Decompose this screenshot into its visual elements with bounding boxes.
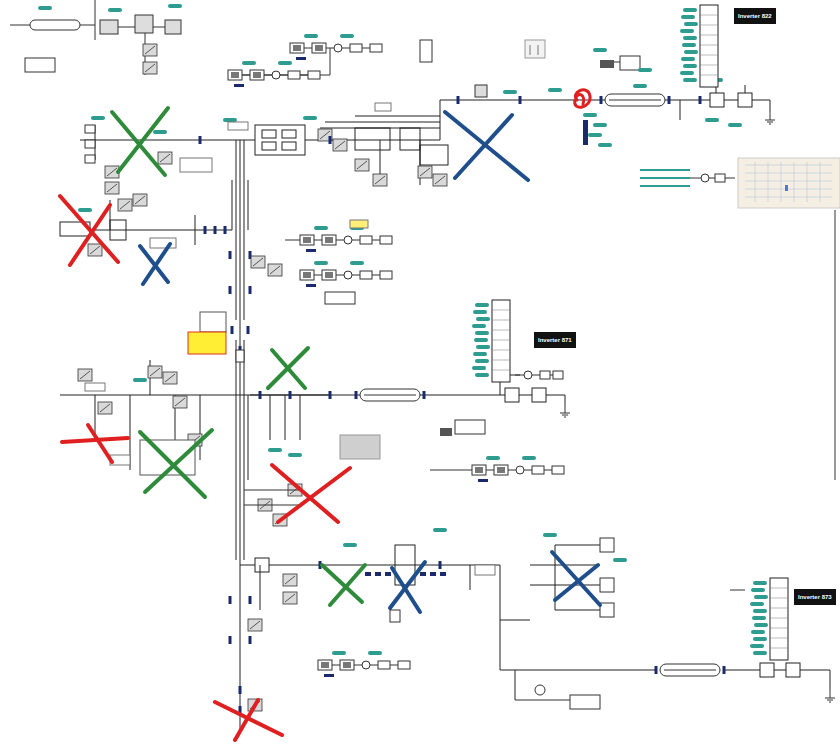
inverter-box: Inverter 822 — [734, 8, 776, 24]
inverter-label: Inverter 873 — [798, 593, 832, 601]
inverter-box: Inverter 871 — [534, 332, 576, 348]
inverter-label: Inverter 822 — [738, 12, 772, 20]
inverter-box: Inverter 873 — [794, 589, 836, 605]
inverter-label: Inverter 871 — [538, 336, 572, 344]
